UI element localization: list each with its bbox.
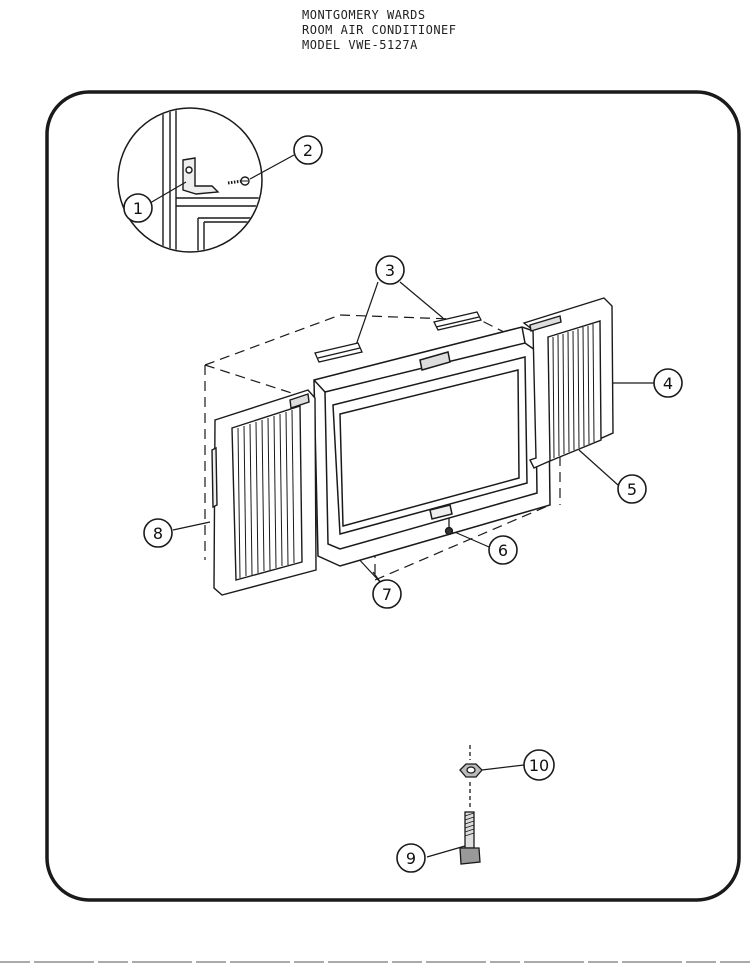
screw-inset xyxy=(227,176,250,186)
callout-6: 6 xyxy=(488,535,518,565)
svg-text:7: 7 xyxy=(382,585,392,604)
header-brand: MONTGOMERY WARDS xyxy=(302,8,426,22)
top-rails xyxy=(314,311,482,363)
callout-7: 7 xyxy=(372,579,402,609)
svg-text:1: 1 xyxy=(133,199,143,218)
callout-8: 8 xyxy=(143,518,173,548)
callout-3: 3 xyxy=(375,255,405,285)
callout-9: 9 xyxy=(396,843,426,873)
svg-text:8: 8 xyxy=(153,524,163,543)
svg-text:10: 10 xyxy=(529,756,549,775)
header-product: ROOM AIR CONDITIONEF xyxy=(302,23,457,37)
diagram-header: MONTGOMERY WARDS ROOM AIR CONDITIONEF MO… xyxy=(302,8,457,53)
header-model: MODEL VWE-5127A xyxy=(302,38,418,52)
callout-4: 4 xyxy=(653,368,683,398)
callout-10: 10 xyxy=(523,749,555,781)
right-side-curtain xyxy=(522,297,614,469)
svg-text:2: 2 xyxy=(303,141,313,160)
svg-text:9: 9 xyxy=(406,849,416,868)
svg-text:3: 3 xyxy=(385,261,395,280)
svg-text:5: 5 xyxy=(627,480,637,499)
callout-1: 1 xyxy=(123,193,153,223)
front-frame xyxy=(313,326,551,567)
nut-part xyxy=(459,745,483,808)
svg-text:6: 6 xyxy=(498,541,508,560)
callout-2: 2 xyxy=(293,135,323,165)
bolt-part xyxy=(459,811,481,865)
callout-5: 5 xyxy=(617,474,647,504)
bracket-detail-inset xyxy=(117,107,263,253)
svg-text:4: 4 xyxy=(663,374,673,393)
left-side-curtain xyxy=(211,389,317,596)
callout-leaders xyxy=(149,154,654,858)
diagram-frame xyxy=(45,90,741,902)
screw-part xyxy=(444,518,454,536)
